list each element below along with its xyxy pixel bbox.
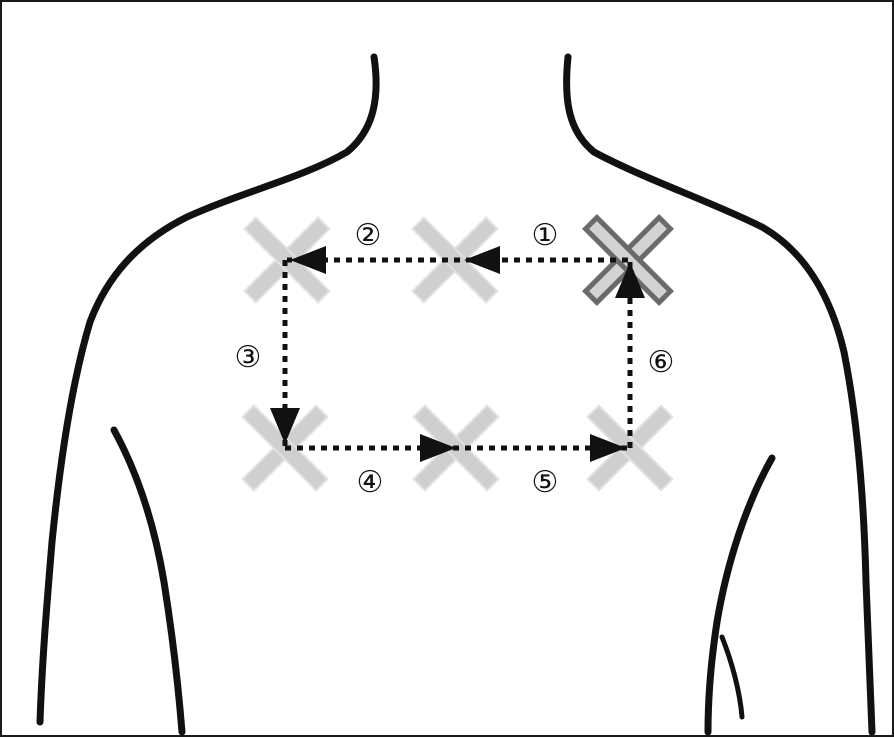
- step-label-6: ⑥: [648, 345, 675, 380]
- neck-right-line: [567, 57, 872, 732]
- torso-outline: [40, 57, 872, 732]
- step-label-5: ⑤: [532, 465, 559, 500]
- step-label-4: ④: [357, 465, 384, 500]
- step-label-3: ③: [235, 340, 262, 375]
- step-label-1: ①: [532, 218, 559, 253]
- left-arm-inner-line: [114, 430, 182, 732]
- right-arm-crease: [722, 637, 742, 717]
- placement-path: [285, 260, 630, 448]
- step-label-2: ②: [355, 218, 382, 253]
- neck-left-line: [40, 57, 376, 722]
